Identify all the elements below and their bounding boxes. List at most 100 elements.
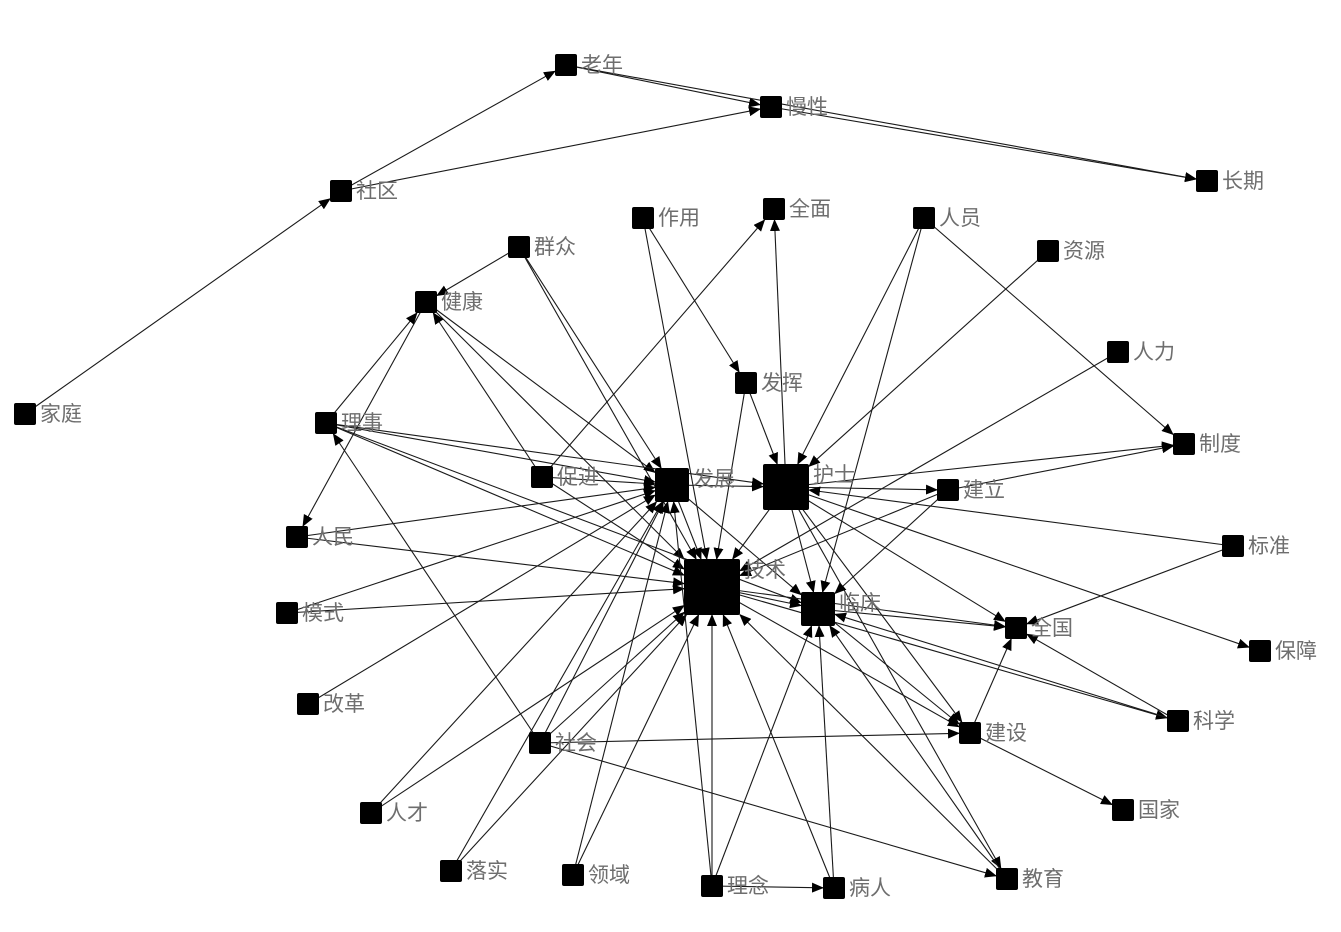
node-hushi[interactable]: 护士 — [763, 463, 855, 510]
edge-linian-to-fazhan — [669, 501, 713, 887]
edge-cujin-to-fazhan — [541, 476, 656, 489]
node-label-zhidu: 制度 — [1199, 432, 1241, 456]
edge-renyuan-to-linchuang — [820, 217, 925, 593]
node-renli[interactable]: 人力 — [1107, 340, 1175, 364]
node-label-renmin: 人民 — [312, 525, 354, 549]
node-qunzhong[interactable]: 群众 — [508, 235, 576, 259]
node-label-ziyuan: 资源 — [1063, 239, 1105, 263]
edge-renmin-to-jishu — [296, 536, 685, 588]
node-jishu[interactable]: 技术 — [684, 558, 786, 615]
node-box-jishu — [684, 559, 740, 615]
node-shehui[interactable]: 社会 — [529, 731, 597, 755]
node-box-fahui — [735, 372, 757, 394]
node-label-renyuan: 人员 — [939, 206, 981, 230]
node-laonian[interactable]: 老年 — [555, 53, 623, 77]
node-jianli[interactable]: 建立 — [937, 478, 1005, 502]
node-fahui[interactable]: 发挥 — [735, 371, 803, 395]
node-kexue[interactable]: 科学 — [1167, 709, 1235, 733]
edge-lishi-to-jiankang — [325, 312, 418, 424]
edge-hushi-to-baozhang — [785, 486, 1250, 649]
edge-jiating-to-shequ — [24, 198, 331, 415]
node-label-quanguo: 全国 — [1031, 616, 1073, 640]
edge-qunzhong-to-jishu — [518, 246, 697, 560]
node-luoshi[interactable]: 落实 — [440, 859, 508, 883]
node-manxing[interactable]: 慢性 — [760, 95, 828, 119]
node-box-jiating — [14, 403, 36, 425]
node-zhidu[interactable]: 制度 — [1173, 432, 1241, 456]
node-rencai[interactable]: 人才 — [360, 801, 428, 825]
node-box-ziyuan — [1037, 240, 1059, 262]
node-box-baozhang — [1249, 640, 1271, 662]
node-jiaoyu[interactable]: 教育 — [996, 867, 1064, 891]
edge-ziyuan-to-hushi — [808, 250, 1049, 467]
node-jiankang[interactable]: 健康 — [415, 290, 483, 314]
node-renmin[interactable]: 人民 — [286, 525, 354, 549]
node-label-jiankang: 健康 — [441, 290, 483, 314]
edge-shehui-to-lishi — [332, 433, 541, 744]
node-label-shequ: 社区 — [356, 179, 398, 203]
node-quanguo[interactable]: 全国 — [1005, 616, 1073, 640]
node-jiating[interactable]: 家庭 — [14, 402, 82, 426]
edge-shequ-to-manxing — [340, 106, 761, 192]
node-zuoyong[interactable]: 作用 — [632, 206, 700, 230]
node-cujin[interactable]: 促进 — [531, 465, 599, 489]
node-box-hushi — [763, 464, 809, 510]
node-box-bingren — [823, 877, 845, 899]
node-box-jianshe — [959, 722, 981, 744]
node-changqi[interactable]: 长期 — [1196, 169, 1264, 193]
edge-biaozhun-to-quanguo — [1026, 545, 1234, 625]
node-label-qunzhong: 群众 — [534, 235, 576, 259]
edge-lishi-to-fazhan — [325, 422, 656, 485]
edge-jishu-to-quanguo — [711, 586, 1006, 630]
edge-qunzhong-to-fazhan — [518, 246, 662, 469]
node-box-shequ — [330, 180, 352, 202]
edge-moshi-to-fazhan — [286, 489, 656, 614]
node-lishi[interactable]: 理事 — [315, 411, 383, 435]
node-linchuang[interactable]: 临床 — [801, 591, 881, 626]
node-ziyuan[interactable]: 资源 — [1037, 239, 1105, 263]
node-lingyu[interactable]: 领域 — [562, 863, 630, 887]
edge-luoshi-to-jishu — [450, 614, 687, 872]
node-label-laonian: 老年 — [581, 53, 623, 77]
edge-linchuang-to-quanguo — [817, 608, 1006, 631]
edge-lingyu-to-jishu — [572, 614, 699, 876]
edge-zuoyong-to-jishu — [642, 217, 710, 560]
edge-luoshi-to-fazhan — [450, 501, 663, 872]
edge-shehui-to-fazhan — [539, 501, 664, 744]
edge-cujin-to-quanmian — [541, 219, 766, 478]
node-box-biaozhun — [1222, 535, 1244, 557]
node-label-quanmian: 全面 — [789, 197, 831, 221]
node-baozhang[interactable]: 保障 — [1249, 639, 1317, 663]
node-label-jianli: 建立 — [963, 478, 1005, 502]
edge-lishi-to-hushi — [325, 422, 764, 488]
edge-renli-to-jishu — [739, 351, 1119, 572]
node-label-moshi: 模式 — [302, 601, 344, 625]
node-biaozhun[interactable]: 标准 — [1222, 534, 1290, 558]
edge-gaige-to-fazhan — [307, 494, 656, 705]
node-linian[interactable]: 理念 — [701, 874, 769, 898]
node-shequ[interactable]: 社区 — [330, 179, 398, 203]
node-layer: 老年慢性社区 长期家庭 作用 全面 人员资源 群众健康人力发挥理事制度促进 发展护士 建立人民… — [14, 53, 1317, 900]
edge-bingren-to-linchuang — [814, 625, 835, 889]
edge-cujin-to-jiankang — [432, 312, 543, 478]
node-moshi[interactable]: 模式 — [276, 601, 344, 625]
node-fazhan[interactable]: 发展 — [655, 467, 735, 502]
node-label-jishu: 技术 — [744, 558, 786, 582]
node-bingren[interactable]: 病人 — [823, 876, 891, 900]
node-gaige[interactable]: 改革 — [297, 692, 365, 716]
node-jianshe[interactable]: 建设 — [959, 721, 1027, 745]
node-box-shehui — [529, 732, 551, 754]
edge-shequ-to-laonian — [340, 70, 556, 192]
node-quanmian[interactable]: 全面 — [763, 197, 831, 221]
edge-renyuan-to-hushi — [797, 217, 925, 465]
edge-bingren-to-jishu — [722, 614, 835, 889]
node-box-fazhan — [655, 468, 689, 502]
edge-jiankang-to-jishu — [425, 301, 685, 560]
node-label-renli: 人力 — [1133, 340, 1175, 364]
node-box-qunzhong — [508, 236, 530, 258]
node-guojia[interactable]: 国家 — [1112, 798, 1180, 822]
node-label-kexue: 科学 — [1193, 709, 1235, 733]
node-label-zuoyong: 作用 — [658, 206, 700, 230]
node-renyuan[interactable]: 人员 — [913, 206, 981, 230]
edge-jiankang-to-renmin — [302, 301, 427, 527]
